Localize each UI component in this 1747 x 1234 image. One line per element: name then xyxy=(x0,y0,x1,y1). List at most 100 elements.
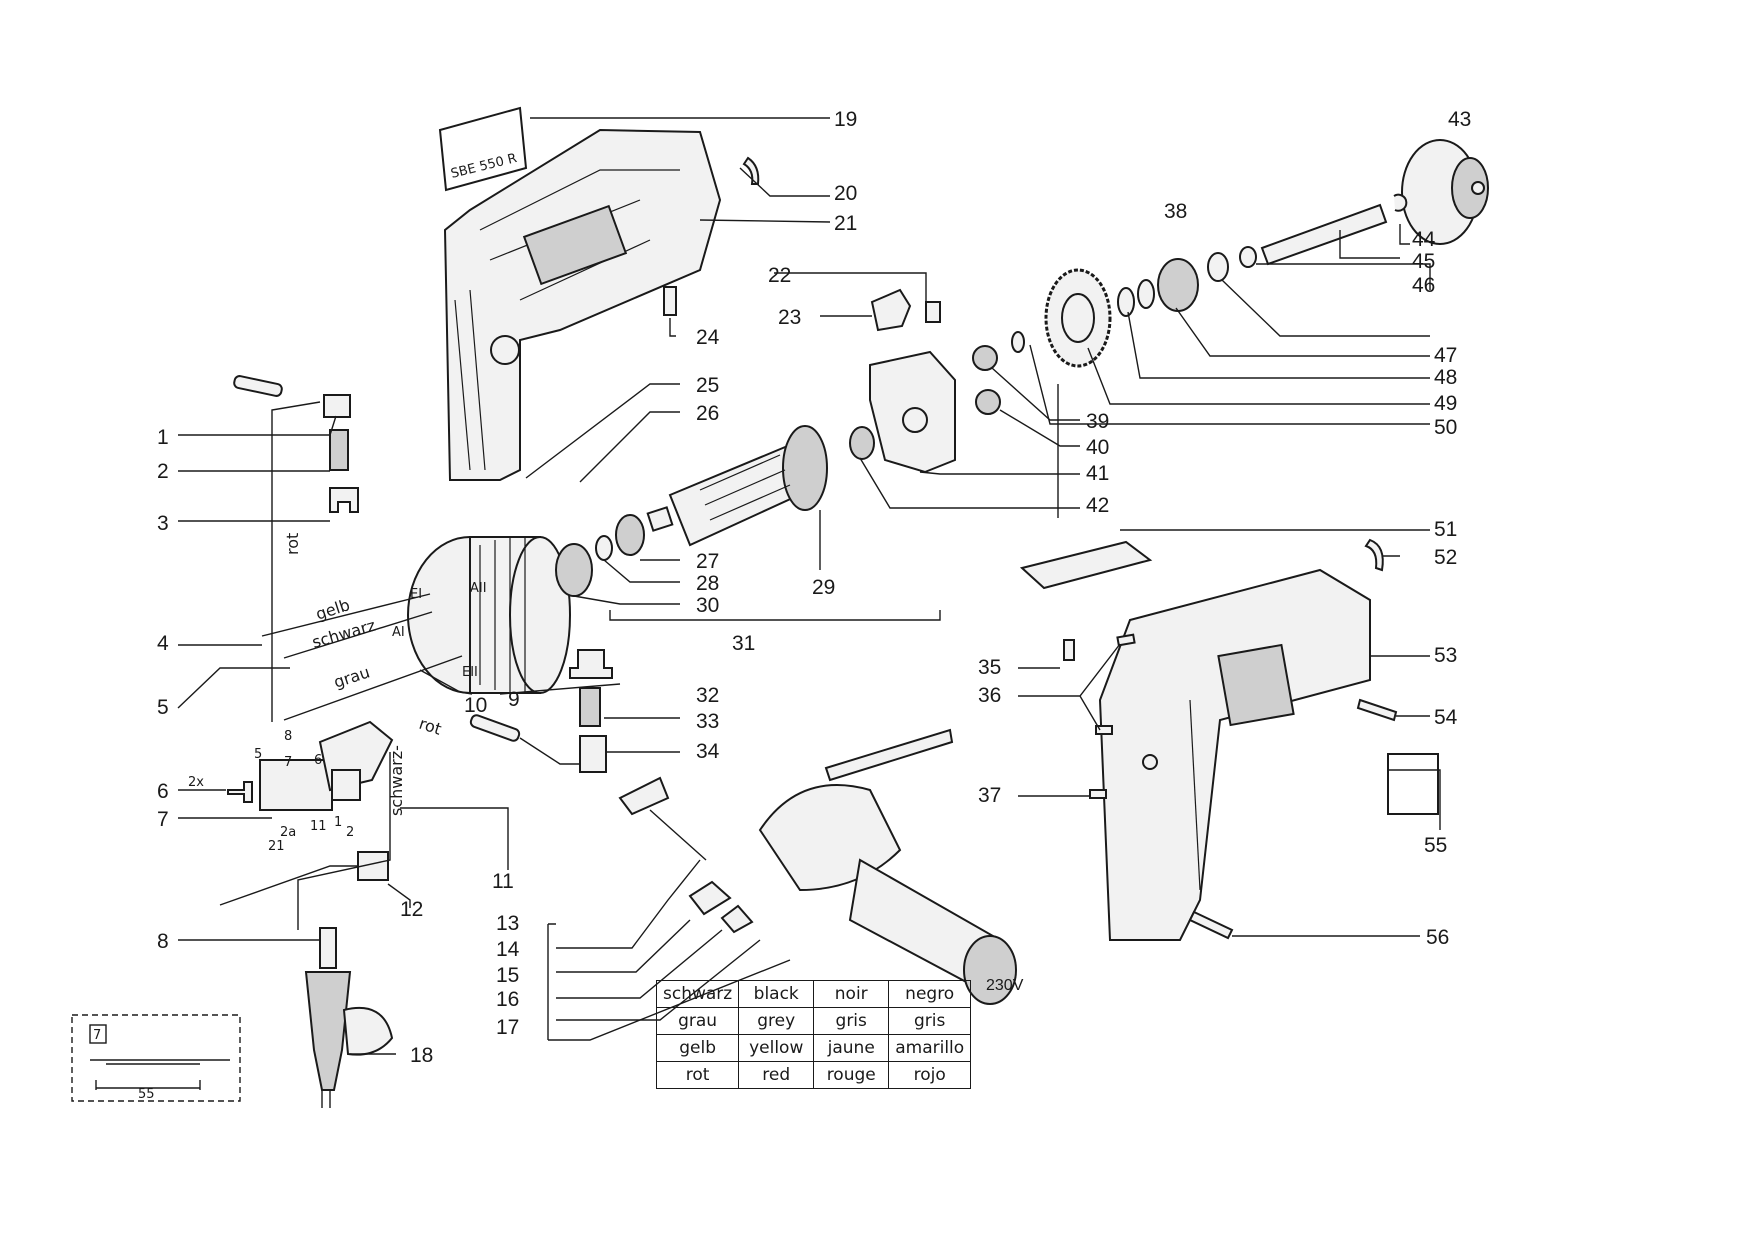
label-54: 54 xyxy=(1434,706,1458,729)
label-53: 53 xyxy=(1434,644,1457,667)
brush-holder-23 xyxy=(870,288,912,332)
pin-24 xyxy=(663,286,677,316)
color-table-cell: rot xyxy=(655,1061,740,1089)
label-25: 25 xyxy=(696,374,719,397)
label-39: 39 xyxy=(1086,410,1109,433)
label-47: 47 xyxy=(1434,344,1457,367)
pin-35 xyxy=(1063,639,1075,661)
terminal-2a: 2a xyxy=(280,825,296,840)
brush-assembly-upper xyxy=(233,375,359,513)
ring-46 xyxy=(1239,246,1257,268)
label-40: 40 xyxy=(1086,436,1109,459)
label-12: 12 xyxy=(400,898,423,921)
key-44 xyxy=(1393,193,1408,212)
ring-48b xyxy=(1137,279,1155,309)
left-housing-half xyxy=(443,128,722,481)
label-29: 29 xyxy=(812,576,835,599)
inset-label-bottom: 55 xyxy=(138,1087,155,1102)
label-14: 14 xyxy=(496,938,520,961)
label-13: 13 xyxy=(496,912,519,935)
inset-label-top: 7 xyxy=(93,1028,101,1043)
terminal-2: 2 xyxy=(346,825,354,840)
label-22: 22 xyxy=(768,264,791,287)
bearing-38 xyxy=(1157,258,1199,312)
terminal-1: 1 xyxy=(334,815,342,830)
label-18: 18 xyxy=(410,1044,433,1067)
color-table-cell: rojo xyxy=(888,1061,972,1089)
label-9: 9 xyxy=(508,688,520,711)
wire-label-grau: grau xyxy=(331,662,372,691)
clip-20 xyxy=(742,156,760,185)
terminal-8: 8 xyxy=(284,729,292,744)
bearing-30 xyxy=(555,543,593,597)
terminal-AI: AI xyxy=(392,625,405,640)
wire-label-schwarz-vertical: schwarz- xyxy=(387,745,406,816)
label-45: 45 xyxy=(1412,250,1435,273)
label-46: 46 xyxy=(1412,274,1435,297)
gear-49 xyxy=(1044,268,1112,368)
terminal-7: 7 xyxy=(284,755,292,770)
terminal-6: 6 xyxy=(314,753,322,768)
color-table-cell: schwarz xyxy=(655,980,740,1008)
label-37: 37 xyxy=(978,784,1001,807)
label-50: 50 xyxy=(1434,416,1457,439)
right-housing-half xyxy=(1098,568,1371,941)
label-49: 49 xyxy=(1434,392,1457,415)
label-6: 6 xyxy=(157,780,169,803)
leader-lines xyxy=(177,117,1441,1055)
clip-52 xyxy=(1364,538,1384,572)
label-15: 15 xyxy=(496,964,519,987)
color-table-cell: grey xyxy=(738,1007,815,1035)
label-31: 31 xyxy=(732,632,755,655)
cover-51 xyxy=(1019,540,1153,590)
terminal-21: 21 xyxy=(268,839,285,854)
washer-42 xyxy=(849,426,875,460)
label-56: 56 xyxy=(1426,926,1449,949)
label-7: 7 xyxy=(157,808,169,831)
label-4: 4 xyxy=(157,632,169,655)
terminal-EI: EI xyxy=(410,587,422,602)
wire-label-gelb: gelb xyxy=(313,595,352,624)
label-51: 51 xyxy=(1434,518,1457,541)
color-table-cell: amarillo xyxy=(888,1034,972,1062)
terminal-5: 5 xyxy=(254,747,262,762)
color-table-cell: red xyxy=(738,1061,815,1089)
label-48: 48 xyxy=(1434,366,1457,389)
part-numbers: 1 2 3 4 5 6 7 8 9 10 11 12 13 14 15 16 1… xyxy=(157,108,1471,1067)
label-27: 27 xyxy=(696,550,719,573)
color-table-cell: black xyxy=(738,980,815,1008)
bearing-40 xyxy=(975,389,1001,415)
label-55: 55 xyxy=(1424,834,1447,857)
wire-label-rot-upper: rot xyxy=(283,533,302,555)
screw-56 xyxy=(1188,910,1234,940)
quantity-marker: 2x xyxy=(188,775,204,790)
pin-36a xyxy=(1116,633,1136,647)
wire-label-rot-lower: rot xyxy=(417,714,444,739)
side-handle-assembly xyxy=(618,728,1017,1005)
color-table-cell: rouge xyxy=(813,1061,890,1089)
color-table-cell: gelb xyxy=(655,1034,740,1062)
label-17: 17 xyxy=(496,1016,519,1039)
label-11: 11 xyxy=(492,870,514,893)
label-21: 21 xyxy=(834,212,857,235)
terminal-11: 11 xyxy=(310,819,327,834)
voltage-label: 230V xyxy=(986,977,1024,994)
label-34: 34 xyxy=(696,740,720,763)
terminal-AII: AII xyxy=(470,581,487,596)
chuck-43 xyxy=(1401,139,1489,245)
label-41: 41 xyxy=(1086,462,1109,485)
label-35: 35 xyxy=(978,656,1001,679)
inset-detail xyxy=(71,1014,241,1102)
label-19: 19 xyxy=(834,108,857,131)
bearing-39 xyxy=(972,345,998,371)
label-10: 10 xyxy=(464,694,487,717)
terminal-EII: EII xyxy=(462,665,478,680)
spring-22 xyxy=(925,301,941,323)
nameplate-label: SBE 550 R xyxy=(438,106,528,192)
bearing-27 xyxy=(615,514,645,556)
